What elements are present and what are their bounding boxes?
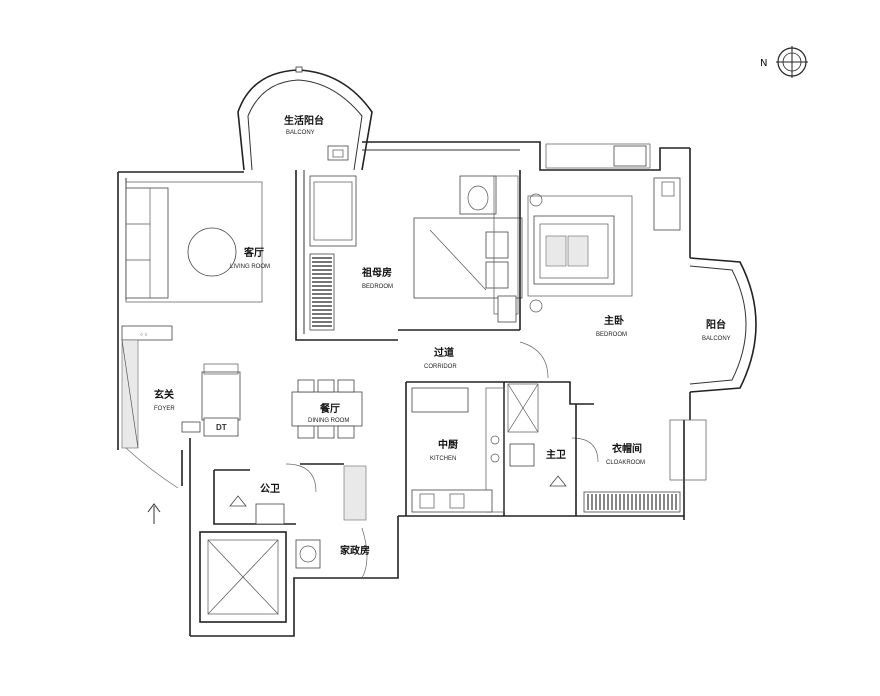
public-bath-label: 公卫 <box>260 483 280 495</box>
cloakroom-bay <box>669 419 707 481</box>
grandma-room-label-en: BEDROOM <box>362 284 393 290</box>
wardrobe-grandma <box>309 175 357 247</box>
fridge <box>201 371 241 421</box>
coffee-table <box>187 227 237 277</box>
dt-label: DT <box>216 423 227 432</box>
desk <box>459 175 497 215</box>
foyer-label-en: FOYER <box>154 406 175 412</box>
public-bath-toilet <box>229 495 247 507</box>
balcony-label-en: BALCONY <box>702 336 731 342</box>
entrance-arrow-icon <box>147 503 161 524</box>
kitchen-counter-top <box>411 387 469 413</box>
grandma-room-label: 祖母房 <box>361 266 392 279</box>
exterior-walls <box>117 141 691 579</box>
corridor-label: 过道 <box>434 346 454 359</box>
svg-text:○ ○: ○ ○ <box>140 332 147 338</box>
utility-room-label: 家政房 <box>340 544 370 557</box>
public-bath: 公卫 <box>181 438 344 636</box>
sofa <box>125 187 169 299</box>
bath-accessory <box>613 145 647 167</box>
dresser <box>653 177 681 231</box>
corridor-label-en: CORRIDOR <box>424 364 457 370</box>
living-room-label-en: LIVING ROOM <box>230 264 270 270</box>
dining-room-label-en: DINING ROOM <box>308 418 349 424</box>
master-bedroom-label: 主卧 <box>604 314 624 327</box>
grandma-room: 祖母房 BEDROOM <box>295 170 523 341</box>
cloakroom-label: 衣帽间 <box>612 442 642 455</box>
dining-table <box>291 391 363 427</box>
service-balcony-label: 生活阳台 <box>284 114 324 127</box>
master-bath-label: 主卫 <box>546 448 566 461</box>
master-bedroom-label-en: BEDROOM <box>596 332 627 338</box>
dining-room: DT 餐厅 DINING ROOM <box>181 363 363 439</box>
north-label: N <box>760 58 767 69</box>
kitchen: 中厨 KITCHEN <box>405 381 505 516</box>
living-room: 客厅 LIVING ROOM <box>125 181 270 303</box>
cloakroom-label-en: CLOAKROOM <box>606 460 645 466</box>
master-bath: 主卫 <box>504 381 599 487</box>
public-bath-sink <box>255 503 285 525</box>
balcony-label: 阳台 <box>706 318 726 331</box>
washing-machine <box>295 539 321 569</box>
north-compass: N <box>760 46 808 78</box>
cloakroom: 衣帽间 CLOAKROOM <box>575 404 707 516</box>
dining-room-label: 餐厅 <box>319 402 340 415</box>
master-bath-toilet <box>549 475 567 487</box>
master-bath-sink <box>509 443 535 467</box>
kitchen-label-en: KITCHEN <box>430 456 456 462</box>
kitchen-label: 中厨 <box>438 438 458 451</box>
balcony-outline: 阳台 BALCONY <box>689 257 757 393</box>
radiator <box>309 253 335 331</box>
elevator-shaft <box>190 531 362 637</box>
foyer-area: ○ ○ 玄关 FOYER <box>121 325 179 524</box>
service-balcony-label-en: BALCONY <box>286 130 315 136</box>
living-room-label: 客厅 <box>243 246 264 259</box>
kitchen-counter-bottom <box>411 489 493 513</box>
utility-room: 家政房 <box>295 465 370 579</box>
master-bedroom: 主卧 BEDROOM <box>519 143 681 338</box>
service-sink <box>327 145 349 161</box>
corridor: 过道 CORRIDOR <box>424 341 549 379</box>
foyer-label: 玄关 <box>154 388 174 401</box>
service-balcony-outline <box>237 66 373 171</box>
